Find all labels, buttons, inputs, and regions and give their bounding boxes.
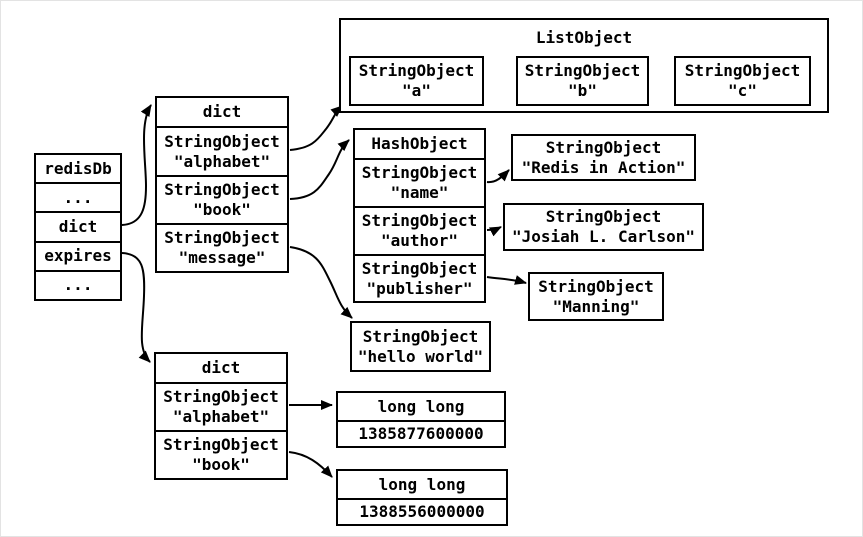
redisdb-row-title: redisDb	[36, 155, 120, 182]
bottom-dict-header: dict	[156, 354, 286, 382]
entry-type: StringObject	[163, 387, 279, 406]
entry-value: "alphabet"	[172, 407, 270, 426]
redisdb-label: redisDb	[44, 158, 112, 178]
listobject-title-label: ListObject	[535, 27, 633, 47]
redis-in-action-box: StringObject "Redis in Action"	[511, 134, 696, 181]
entry-type: StringObject	[524, 61, 641, 80]
entry-value: "message"	[178, 248, 266, 267]
top-dict-box: dict StringObject "alphabet" StringObjec…	[155, 96, 289, 273]
entry-value: "alphabet"	[173, 151, 271, 171]
ellipsis-label: ...	[63, 187, 93, 207]
arrow-redisdb-expires-to-bottom-dict	[121, 252, 151, 363]
entry-value: "Josiah L. Carlson"	[511, 227, 696, 246]
entry-value: "a"	[402, 81, 431, 100]
entry-value: "book"	[192, 455, 250, 474]
entry-type: StringObject	[538, 276, 654, 296]
arrow-book-to-hashobject	[289, 139, 350, 200]
list-item-c: StringObject "c"	[674, 56, 811, 106]
entry-value: "Redis in Action"	[521, 157, 686, 177]
carlson-box: StringObject "Josiah L. Carlson"	[503, 203, 704, 251]
longlong-alphabet-value: 1385877600000	[338, 420, 504, 446]
hashobject-box: HashObject StringObject "name" StringObj…	[353, 128, 486, 303]
entry-type: StringObject	[164, 131, 280, 151]
entry-value: "Manning"	[552, 296, 640, 316]
hello-world-cell: StringObject "hello world"	[352, 323, 489, 370]
arrow-book-to-longlong2	[288, 451, 333, 478]
entry-type: StringObject	[362, 326, 479, 346]
entry-value: 1385877600000	[358, 424, 484, 443]
carlson-cell: StringObject "Josiah L. Carlson"	[505, 205, 702, 249]
listobject-box: ListObject StringObject "a" StringObject…	[339, 18, 829, 113]
manning-cell: StringObject "Manning"	[530, 274, 662, 319]
entry-type: long long	[377, 396, 465, 416]
entry-type: StringObject	[545, 137, 662, 157]
hello-world-box: StringObject "hello world"	[350, 321, 491, 372]
top-dict-row-message: StringObject "message"	[157, 223, 287, 271]
entry-value: "publisher"	[366, 278, 473, 298]
arrow-message-to-hello-world	[289, 246, 353, 319]
entry-type: StringObject	[164, 180, 280, 199]
arrow-redisdb-dict-to-top-dict	[121, 104, 152, 226]
entry-type: StringObject	[163, 435, 279, 454]
entry-type: StringObject	[361, 258, 478, 278]
entry-type: StringObject	[358, 61, 475, 80]
longlong-alphabet-header: long long	[338, 393, 504, 420]
expires-label: expires	[44, 246, 112, 266]
list-item-c-cell: StringObject "c"	[676, 58, 809, 104]
top-dict-row-alphabet: StringObject "alphabet"	[157, 126, 287, 175]
entry-value: "hello world"	[357, 346, 484, 366]
redisdb-row-dict: dict	[36, 211, 120, 240]
entry-value: "b"	[568, 81, 597, 100]
ellipsis-label: ...	[63, 275, 93, 295]
entry-type: StringObject	[361, 163, 478, 182]
hashobject-row-publisher: StringObject "publisher"	[355, 254, 484, 301]
bottom-dict-row-book: StringObject "book"	[156, 430, 286, 478]
redis-in-action-cell: StringObject "Redis in Action"	[513, 136, 694, 179]
entry-value: 1388556000000	[359, 502, 485, 521]
entry-type: StringObject	[164, 228, 280, 247]
entry-value: "book"	[193, 200, 251, 219]
longlong-book-header: long long	[338, 471, 506, 498]
arrow-publisher-to-manning	[486, 275, 527, 285]
list-item-a-cell: StringObject "a"	[351, 58, 482, 104]
bottom-dict-box: dict StringObject "alphabet" StringObjec…	[154, 352, 288, 480]
entry-value: "author"	[380, 231, 459, 250]
hashobject-header: HashObject	[355, 130, 484, 158]
longlong-book-box: long long 1388556000000	[336, 469, 508, 526]
list-item-b: StringObject "b"	[516, 56, 649, 106]
arrow-alphabet-to-listobject	[289, 105, 343, 151]
longlong-alphabet-box: long long 1385877600000	[336, 391, 506, 448]
list-item-a: StringObject "a"	[349, 56, 484, 106]
longlong-book-value: 1388556000000	[338, 498, 506, 524]
dict-header-label: dict	[202, 102, 242, 121]
entry-value: "c"	[728, 81, 757, 100]
redisdb-box: redisDb ... dict expires ...	[34, 153, 122, 301]
redisdb-row-expires: expires	[36, 240, 120, 270]
listobject-title: ListObject	[341, 20, 827, 54]
manning-box: StringObject "Manning"	[528, 272, 664, 321]
list-item-b-cell: StringObject "b"	[518, 58, 647, 104]
hashobject-row-author: StringObject "author"	[355, 206, 484, 254]
redisdb-row-ellipsis-2: ...	[36, 269, 120, 299]
entry-type: long long	[378, 474, 466, 494]
top-dict-row-book: StringObject "book"	[157, 175, 287, 223]
entry-type: StringObject	[684, 61, 801, 80]
redisdb-row-ellipsis-1: ...	[36, 182, 120, 211]
hashobject-row-name: StringObject "name"	[355, 158, 484, 206]
hashobject-header-label: HashObject	[371, 134, 468, 153]
arrow-author-to-carlson	[486, 226, 502, 237]
top-dict-header: dict	[157, 98, 287, 126]
entry-value: "name"	[390, 183, 449, 202]
bottom-dict-row-alphabet: StringObject "alphabet"	[156, 382, 286, 430]
entry-type: StringObject	[361, 211, 478, 230]
entry-type: StringObject	[545, 207, 662, 226]
dict-label: dict	[58, 217, 98, 236]
dict-header-label: dict	[201, 358, 241, 377]
arrow-name-to-redis-in-action	[486, 169, 510, 184]
